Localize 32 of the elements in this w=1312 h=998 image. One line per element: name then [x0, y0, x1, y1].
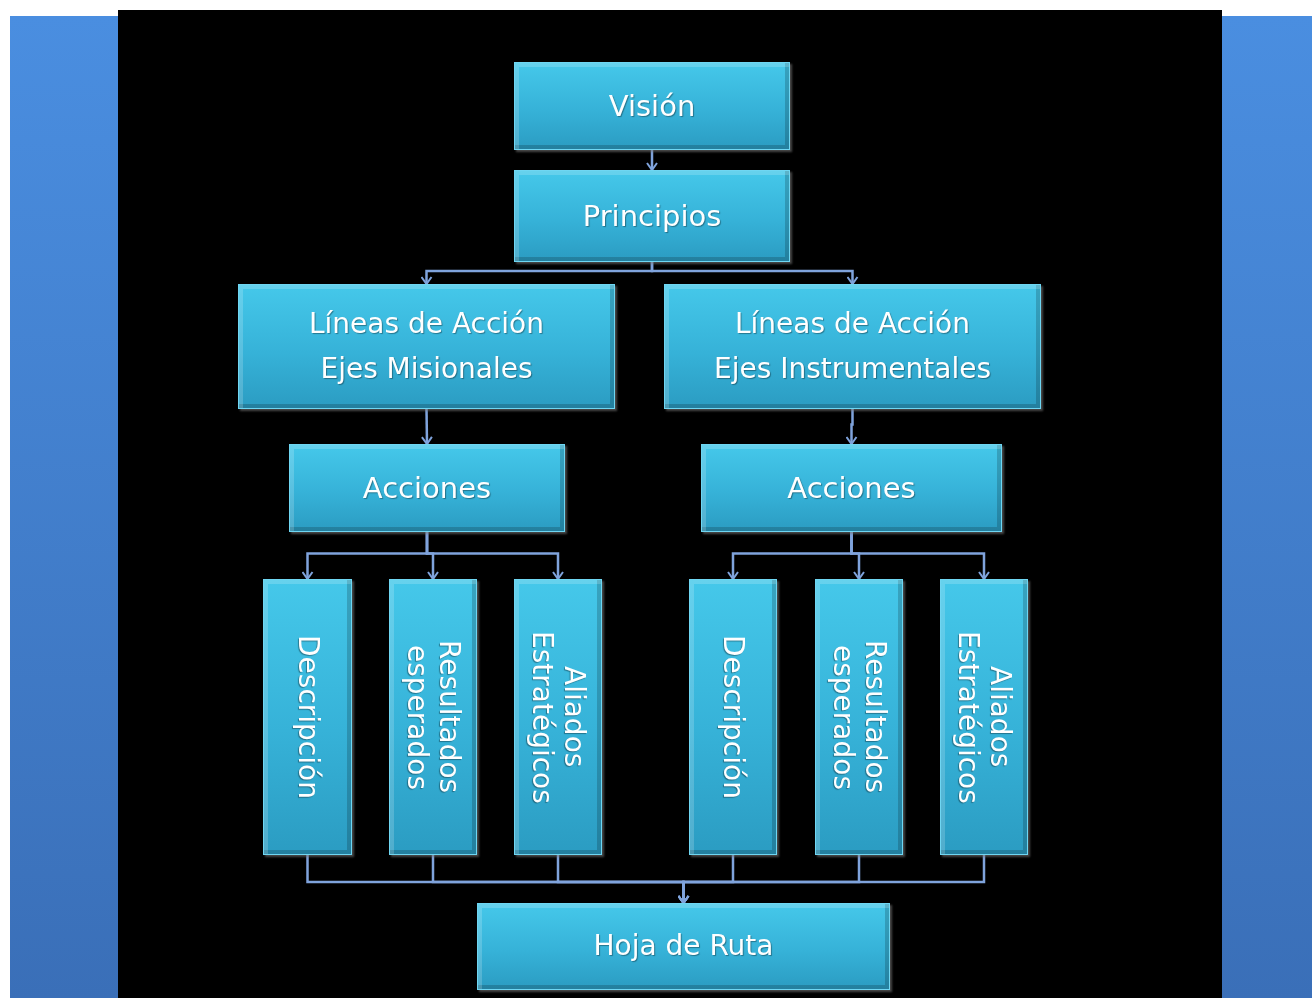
box-label: Principios	[582, 197, 722, 235]
arrow	[420, 409, 433, 445]
process-box	[701, 444, 1002, 532]
arrow	[845, 409, 858, 445]
process-box	[263, 579, 352, 855]
box-label: Descripción	[716, 635, 750, 799]
process-box	[514, 170, 790, 262]
process-box	[940, 579, 1028, 855]
process-box	[689, 579, 777, 855]
arrow	[650, 262, 859, 285]
process-box	[238, 284, 615, 409]
process-box	[389, 579, 477, 855]
process-box	[514, 579, 602, 855]
box-label: Aliados Estratégicos	[951, 629, 1017, 806]
process-box	[815, 579, 903, 855]
process-box	[664, 284, 1041, 409]
process-box	[289, 444, 565, 532]
box-label: Acciones	[787, 469, 916, 507]
process-box	[514, 62, 790, 150]
box-label: Resultados esperados	[826, 639, 892, 796]
process-box	[477, 903, 890, 990]
box-label: Líneas de Acción Ejes Misionales	[308, 305, 545, 387]
arrow	[425, 532, 564, 580]
box-label: Hoja de Ruta	[593, 928, 774, 965]
box-label: Aliados Estratégicos	[525, 629, 591, 806]
arrow	[850, 532, 990, 580]
box-label: Visión	[608, 87, 696, 125]
arrow	[646, 150, 658, 171]
box-label: Líneas de Acción Ejes Instrumentales	[713, 305, 992, 387]
box-label: Acciones	[362, 469, 492, 507]
box-label: Resultados esperados	[400, 639, 466, 796]
box-label: Descripción	[291, 635, 324, 799]
